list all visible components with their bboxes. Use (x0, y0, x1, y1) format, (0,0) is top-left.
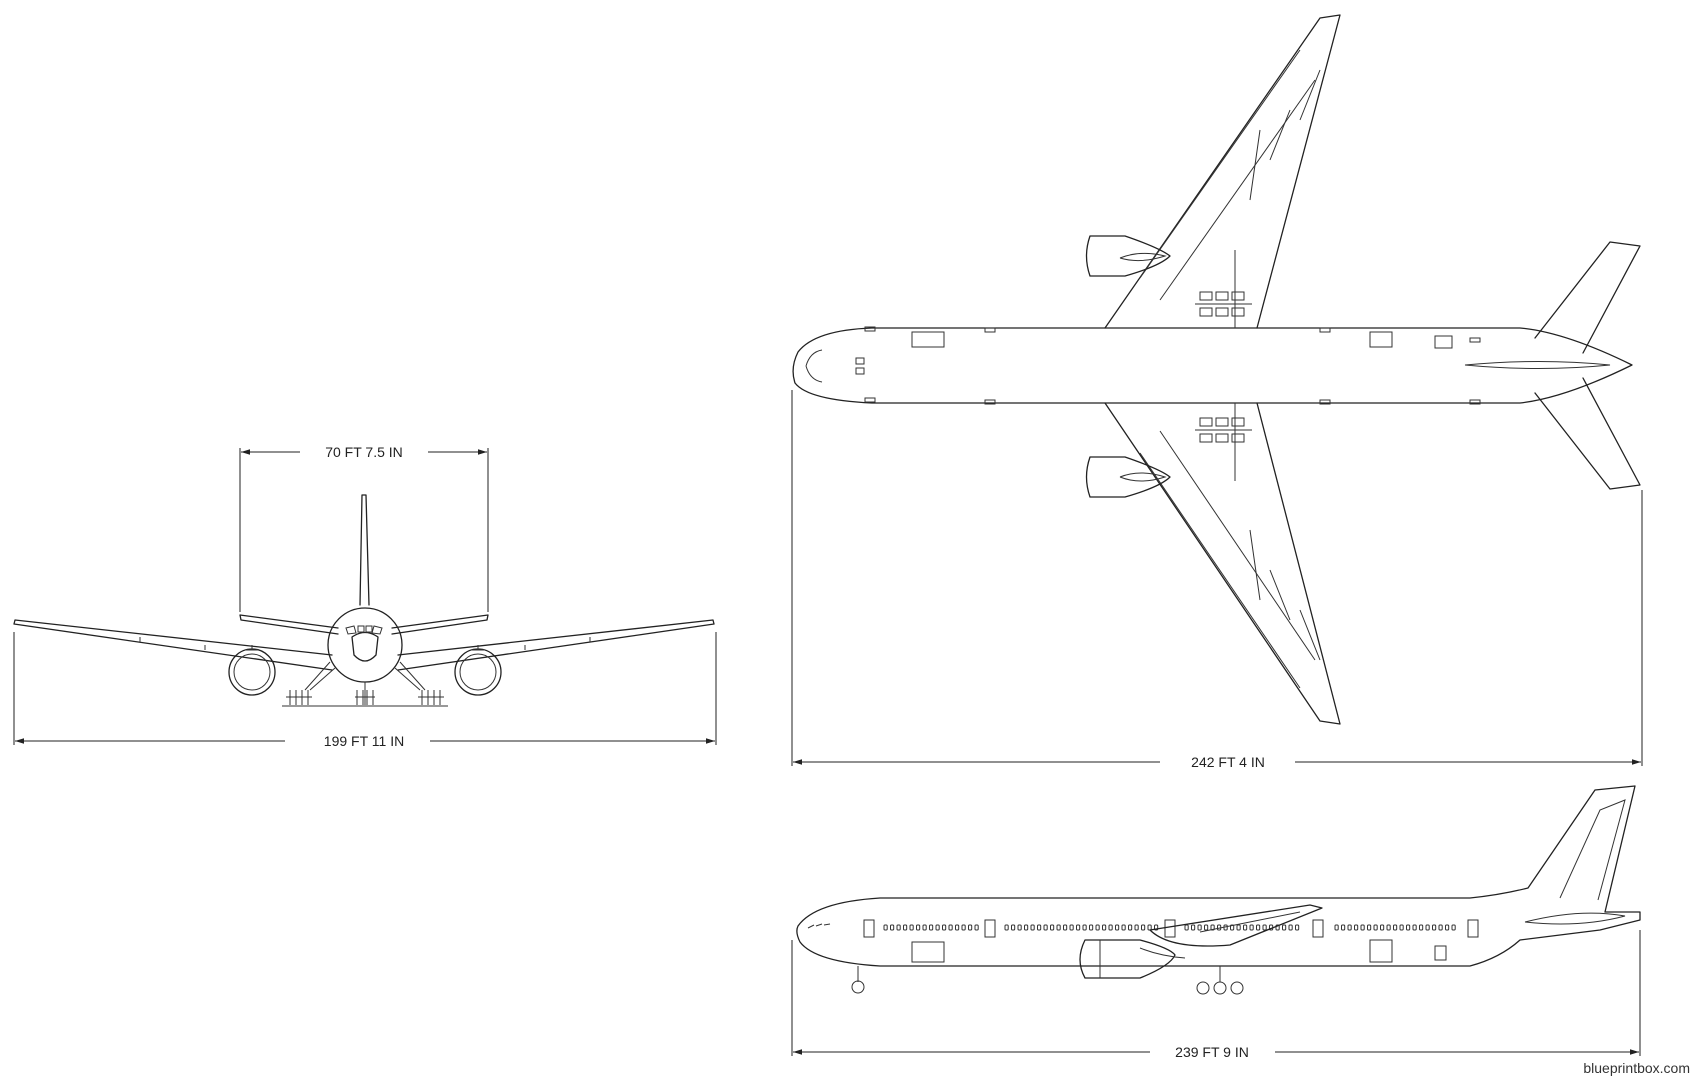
side-length-label: 239 FT 9 IN (1175, 1044, 1249, 1060)
dimension-side-length: 239 FT 9 IN (791, 930, 1641, 1060)
watermark-text: blueprintbox.com (1583, 1060, 1690, 1076)
top-view (792, 14, 1641, 725)
dimension-tail-span: 70 FT 7.5 IN (239, 444, 489, 612)
wingspan-label: 199 FT 11 IN (324, 733, 404, 749)
front-view (13, 494, 715, 707)
side-view (796, 785, 1641, 995)
tail-span-label: 70 FT 7.5 IN (325, 444, 403, 460)
dimension-wingspan: 199 FT 11 IN (13, 632, 717, 749)
passenger-windows (883, 924, 1456, 931)
top-length-label: 242 FT 4 IN (1191, 754, 1265, 770)
dimension-top-length: 242 FT 4 IN (791, 390, 1643, 770)
